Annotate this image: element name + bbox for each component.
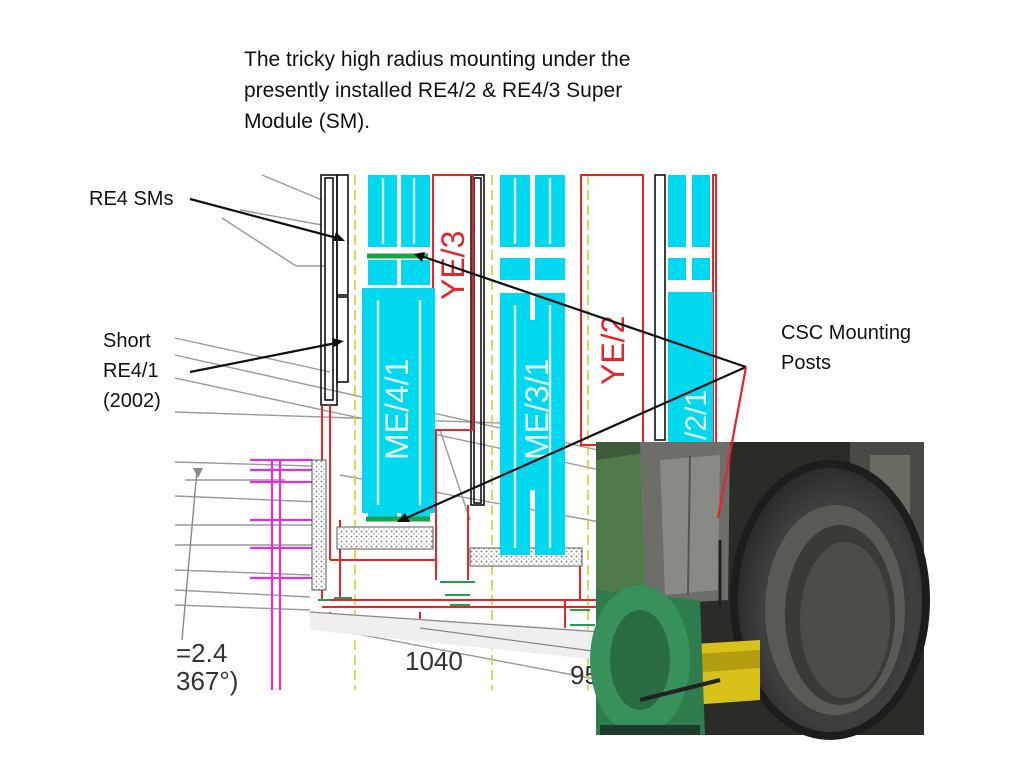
station-label-ye2: YE/2: [595, 316, 631, 385]
dim-label-angle: 367°): [176, 666, 238, 696]
green-detail-marks: [318, 581, 595, 626]
chamber-detail-lines-3: [513, 178, 552, 548]
pointer-short-re4-1: [189, 341, 337, 374]
re4-sms-label: RE4 SMs: [89, 188, 174, 210]
re4-super-module-frames: [320, 174, 666, 506]
short-label-line-2: RE4/1: [103, 360, 159, 382]
csc-label-line-2: Posts: [781, 352, 832, 374]
short-re4-1-label: Short RE4/1 (2002): [103, 326, 161, 416]
title-line-1: The tricky high radius mounting under th…: [244, 48, 631, 71]
pointer-csc-bottom: [403, 365, 747, 521]
station-label-me31: ME/3/1: [519, 359, 555, 460]
slide-title: The tricky high radius mounting under th…: [244, 44, 704, 137]
title-line-3: Module (SM).: [244, 110, 371, 133]
station-labels: ME/4/1 ME/3/1 YE/3 YE/2 /2/1: [379, 231, 713, 460]
station-label-me41: ME/4/1: [379, 359, 415, 460]
yellow-dashed-lines: [354, 175, 589, 690]
dimension-arrow: [181, 468, 203, 641]
short-label-line-1: Short: [103, 330, 151, 352]
csc-mounting-posts-label: CSC Mounting Posts: [781, 318, 911, 378]
chambers-station-2: [668, 175, 713, 442]
magenta-lines: [250, 458, 312, 690]
pointer-lines: [189, 197, 747, 522]
detector-photo: [590, 442, 930, 740]
short-label-line-3: (2002): [103, 390, 161, 412]
pointer-csc-top: [420, 254, 747, 369]
station-label-ye3: YE/3: [435, 231, 471, 300]
title-line-2: presently installed RE4/2 & RE4/3 Super: [244, 79, 623, 102]
csc-label-line-1: CSC Mounting: [781, 322, 912, 344]
dim-label-eta: =2.4: [176, 638, 227, 668]
bottom-slope: [309, 611, 601, 660]
pointer-csc-photo: [716, 366, 748, 519]
hatched-supports: [311, 459, 583, 591]
endcap-ring: [730, 460, 930, 740]
chamber-detail-lines: [376, 178, 422, 505]
dim-label-1040: 1040: [405, 646, 463, 676]
station-label-me21: /2/1: [680, 390, 713, 440]
chambers-station-4: [362, 175, 435, 519]
engineering-drawing: ME/4/1 ME/3/1 YE/3 YE/2 /2/1 1040 95 =2.…: [174, 174, 717, 696]
pointer-re4-sms: [189, 197, 338, 240]
